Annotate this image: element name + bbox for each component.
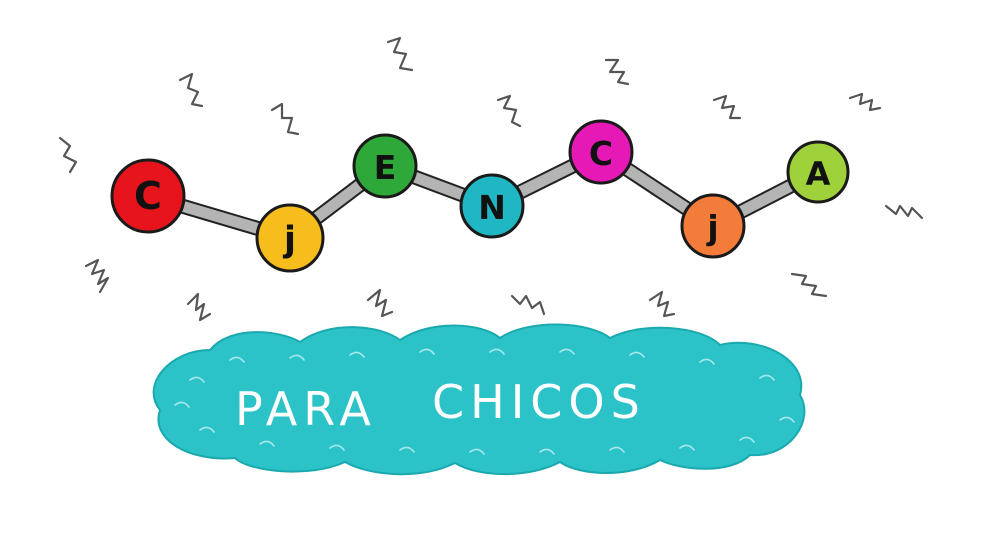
atom: A	[786, 140, 850, 204]
vibration-mark	[510, 294, 546, 316]
vibration-mark	[270, 102, 300, 136]
vibration-mark	[604, 58, 630, 86]
atom: j	[680, 193, 746, 259]
atom-letter: j	[282, 220, 296, 260]
vibration-mark	[386, 36, 414, 72]
atom: C	[110, 158, 186, 234]
vibration-mark	[884, 204, 924, 220]
atom-ball	[255, 203, 325, 273]
vibration-mark	[58, 136, 78, 174]
atom: E	[352, 133, 418, 199]
vibration-mark	[178, 72, 204, 108]
atom-ball	[110, 158, 186, 234]
atom-letter: C	[134, 174, 162, 218]
atoms: Cj E N Cj A	[110, 119, 850, 273]
cloud-shape	[152, 323, 806, 476]
vibration-marks	[58, 36, 924, 322]
vibration-mark	[84, 258, 110, 294]
atom-ball	[786, 140, 850, 204]
atom-ball	[568, 119, 634, 185]
vibration-mark	[496, 94, 522, 128]
atom-letter: j	[705, 208, 718, 247]
atom-letter: E	[374, 148, 397, 187]
cloud-word-para: PARA	[235, 382, 377, 436]
atom-letter: C	[589, 134, 613, 173]
atom-ball	[352, 133, 418, 199]
vibration-mark	[848, 92, 882, 112]
vibration-mark	[648, 290, 676, 318]
cloud-word-chicos: CHICOS	[432, 375, 646, 429]
atom-ball	[459, 173, 525, 239]
atom-ball	[680, 193, 746, 259]
atom: j	[255, 203, 325, 273]
vibration-mark	[790, 272, 828, 298]
cloud: PARA CHICOS	[152, 323, 806, 476]
atom-letter: N	[478, 188, 506, 227]
vibration-mark	[366, 288, 394, 318]
vibration-mark	[712, 94, 742, 120]
molecule: Cj E N Cj A	[110, 119, 850, 273]
atom: C	[568, 119, 634, 185]
vibration-mark	[186, 292, 212, 322]
atom-letter: A	[806, 155, 831, 193]
atom: N	[459, 173, 525, 239]
